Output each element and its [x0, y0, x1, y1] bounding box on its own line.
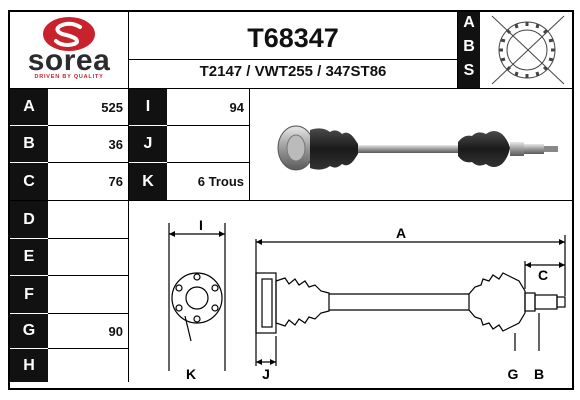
spec-value-f [48, 276, 128, 313]
spec-label-a: A [10, 89, 48, 125]
diagram-label-c: C [538, 267, 548, 283]
drive-shaft-photo-icon [277, 125, 558, 171]
spec-label-f: F [10, 276, 48, 313]
spec-table-right: I 94 J K 6 Trous [129, 89, 249, 200]
spec-label-e: E [10, 239, 48, 275]
diagram-label-g: G [508, 366, 519, 382]
spec-value-a: 525 [101, 99, 123, 115]
spec-label-d: D [10, 201, 48, 238]
spec-value-i: 94 [229, 99, 244, 115]
dimension-diagram: I A C K J G B [168, 217, 566, 382]
spec-value-k: 6 Trous [197, 174, 244, 189]
spec-label-g: G [10, 314, 48, 348]
spec-value-b: 36 [108, 136, 123, 152]
diagram-label-j: J [262, 366, 270, 382]
spec-label-j: J [129, 126, 167, 162]
spec-label-i: I [129, 89, 167, 125]
sorea-emblem-icon [43, 17, 95, 51]
diagram-label-a: A [396, 225, 406, 241]
spec-label-h: H [10, 349, 48, 382]
part-code: T68347 [247, 23, 339, 53]
spec-label-c: C [10, 163, 48, 200]
cross-references: T2147 / VWT255 / 347ST86 [199, 63, 387, 80]
diagram-label-i: I [199, 217, 203, 233]
abs-ring-diagram [480, 12, 574, 88]
spec-value-e [48, 239, 128, 275]
brand-name: sorea [27, 44, 111, 77]
spec-value-g: 90 [108, 323, 123, 339]
spec-value-j [167, 126, 249, 162]
spec-value-h [48, 349, 128, 382]
technical-drawing: I A C K J G B [129, 201, 574, 382]
diagram-label-b: B [534, 366, 544, 382]
spec-table-left: A 525 B 36 C 76 D E F G 90 H [10, 89, 128, 382]
brand-logo: sorea DRIVEN BY QUALITY [10, 12, 128, 84]
spec-label-k: K [129, 163, 167, 200]
abs-ring-crossed-icon [491, 15, 565, 85]
spec-label-b: B [10, 126, 48, 162]
spec-value-d [48, 201, 128, 238]
spec-value-c: 76 [108, 174, 123, 189]
brand-tagline: DRIVEN BY QUALITY [34, 74, 104, 80]
spec-sheet: sorea DRIVEN BY QUALITY T68347 T2147 / V… [8, 10, 574, 390]
abs-letter-b: B [463, 38, 475, 55]
abs-letter-s: S [463, 62, 475, 79]
abs-badge: A B S [458, 12, 480, 88]
diagram-label-k: K [186, 366, 196, 382]
abs-letter-a: A [463, 14, 475, 31]
product-photo [274, 116, 564, 182]
